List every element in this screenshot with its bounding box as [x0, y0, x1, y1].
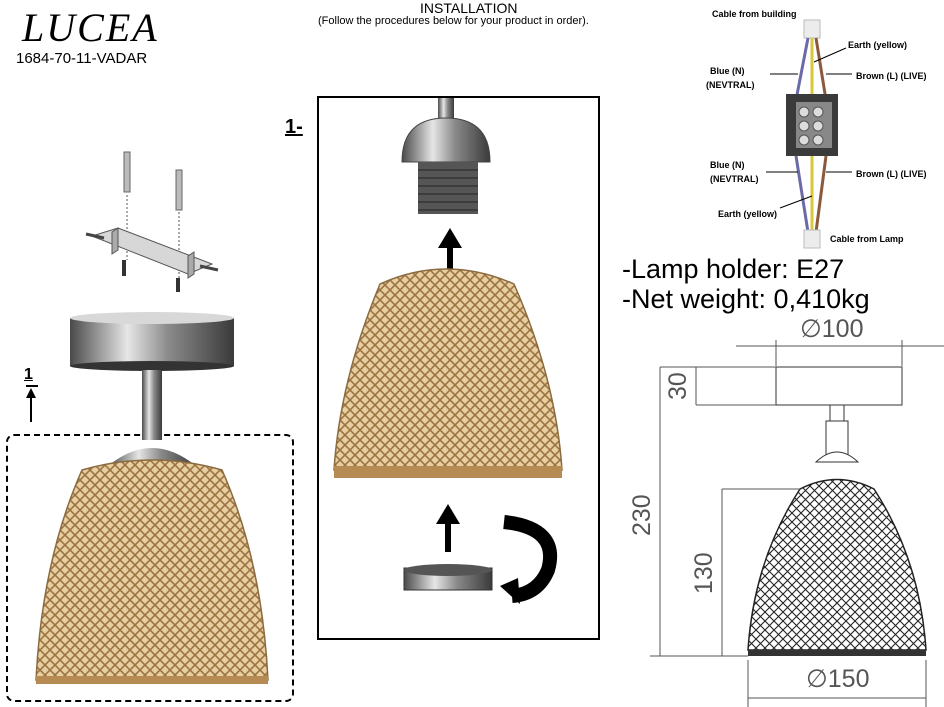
wire-label-brown-top: Brown (L) (LIVE) [856, 71, 927, 81]
spec-lamp-holder: -Lamp holder: E27 [622, 254, 845, 284]
step-1-illustration [333, 98, 563, 604]
spec-net-weight: -Net weight: 0,410kg [622, 284, 870, 314]
wire-label-neutral-bottom: (NEVTRAL) [710, 174, 759, 184]
installation-subtitle: (Follow the procedures below for your pr… [318, 15, 589, 27]
detail-step-label: 1 [24, 366, 33, 383]
installation-title: INSTALLATION [420, 0, 518, 16]
dim-shade-height: 130 [690, 552, 718, 594]
step-number: 1- [285, 116, 303, 138]
canopy [70, 312, 234, 440]
left-lamp-shade [35, 448, 269, 684]
wire-label-earth-top: Earth (yellow) [848, 40, 908, 50]
wire-label-neutral-top: (NEVTRAL) [706, 80, 755, 90]
dim-total-height: 230 [628, 494, 656, 536]
step-1-frame [317, 96, 600, 640]
product-code: 1684-70-11-VADAR [16, 50, 148, 67]
wire-label-blue-top: Blue (N) [710, 66, 745, 76]
wire-label-earth-bottom: Earth (yellow) [718, 209, 778, 219]
wiring-diagram [766, 19, 852, 249]
dim-shade-diameter: ∅150 [806, 665, 870, 693]
mounting-bracket [85, 151, 219, 292]
wire-label-cable-from-building: Cable from building [712, 9, 797, 19]
wire-label-brown-bottom: Brown (L) (LIVE) [856, 169, 927, 179]
dim-canopy-diameter: ∅100 [800, 315, 864, 343]
detail-arrow [26, 385, 38, 422]
dim-canopy-height: 30 [664, 372, 692, 400]
wire-label-cable-from-lamp: Cable from Lamp [830, 234, 904, 244]
dimension-drawing [650, 340, 944, 707]
brand-logo-text: LUCEA [22, 5, 159, 50]
wire-label-blue-bottom: Blue (N) [710, 160, 745, 170]
